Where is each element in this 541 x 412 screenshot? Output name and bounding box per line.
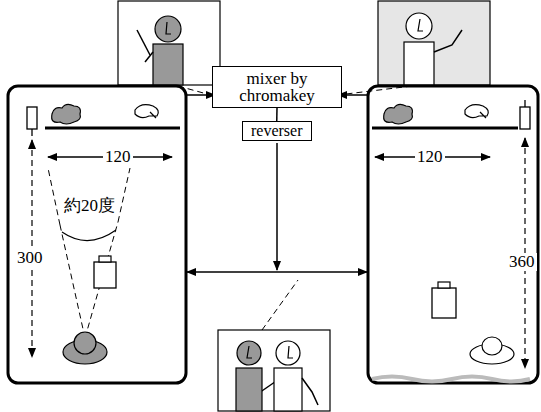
camera-image-right — [378, 1, 490, 85]
angle-label: 約20度 — [62, 197, 117, 215]
dimension-label: 300 — [15, 249, 45, 267]
room-left — [8, 86, 186, 383]
dimension-label: 120 — [415, 148, 445, 166]
output-image — [218, 330, 330, 411]
reverser-box: reverser — [242, 121, 312, 141]
camera-image-left — [118, 1, 220, 85]
connector — [276, 108, 278, 121]
signal-wires — [178, 86, 412, 330]
mixer-box: mixer by chromakey — [212, 66, 342, 108]
box-text: reverser — [251, 123, 303, 139]
dimension-label: 360 — [507, 253, 537, 271]
dimension-label: 120 — [103, 148, 133, 166]
box-text: mixer by chromakey — [218, 70, 336, 104]
room-right — [368, 86, 538, 383]
